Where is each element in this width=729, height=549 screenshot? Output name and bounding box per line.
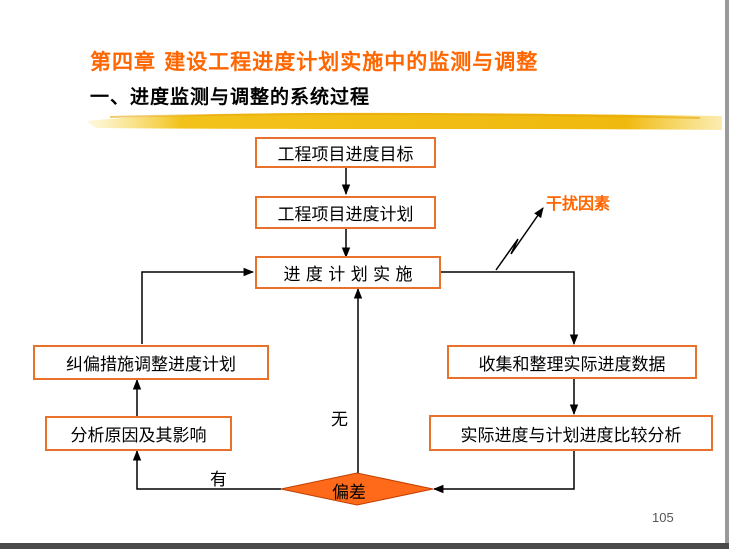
slide-subtitle: 一、进度监测与调整的系统过程: [90, 86, 371, 108]
label-has-deviation: 有: [210, 470, 227, 490]
node-compare-analysis: 实际进度与计划进度比较分析: [429, 415, 713, 451]
slide-title: 第四章 建设工程进度计划实施中的监测与调整: [90, 50, 539, 74]
node-deviation-label: 偏差: [332, 483, 366, 503]
label-no-deviation: 无: [331, 410, 348, 430]
frame-right-edge: [725, 0, 729, 549]
node-corrective-measures: 纠偏措施调整进度计划: [33, 345, 269, 380]
node-plan-implementation: 进 度 计 划 实 施: [255, 256, 441, 289]
interference-lightning: [495, 207, 544, 271]
node-collect-actual-data: 收集和整理实际进度数据: [447, 345, 697, 379]
node-progress-plan: 工程项目进度计划: [255, 196, 436, 229]
arrow-compare-to-deviation: [432, 451, 575, 494]
arrow-correct-to-implement: [141, 267, 255, 344]
arrow-deviation-to-analyze: [132, 449, 281, 490]
frame-bottom-edge: [0, 543, 729, 549]
arrow-implement-to-collect: [441, 271, 579, 346]
brush-stroke-streak: [109, 113, 701, 119]
deviation-diamond-shape: [280, 472, 434, 506]
node-analyze-causes: 分析原因及其影响: [45, 416, 232, 451]
brush-stroke-decoration: [86, 112, 722, 130]
page-number: 105: [652, 510, 674, 525]
node-progress-goal: 工程项目进度目标: [255, 137, 436, 168]
interference-factors-label: 干扰因素: [546, 194, 611, 213]
